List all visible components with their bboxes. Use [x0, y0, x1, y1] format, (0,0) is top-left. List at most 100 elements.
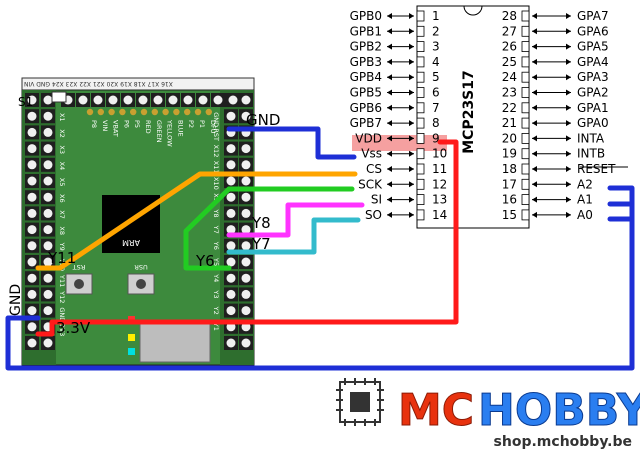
board-corner-switch — [51, 91, 67, 103]
chip-pin-name: GPB3 — [350, 55, 382, 69]
usr-button-knob — [136, 279, 146, 289]
right-inner-hole-pad — [241, 322, 251, 332]
chip-pin-name: VDD — [355, 131, 382, 145]
y8-label: Y8 — [251, 214, 271, 232]
chip-pin-number: 14 — [432, 208, 447, 222]
chip-pin-name: GPB0 — [350, 9, 382, 23]
si-wire — [226, 202, 365, 238]
chip-pin-box — [416, 117, 425, 129]
chip-pin-number: 20 — [502, 131, 517, 145]
chip-pin-name: SI — [371, 193, 382, 207]
y6-label: Y6 — [195, 252, 215, 270]
chip-pin-arrowhead-right — [409, 104, 414, 111]
right-inner-hole-pad — [241, 208, 251, 218]
chip-pin-number: 10 — [432, 147, 447, 161]
chip-pin-name: GPB7 — [350, 116, 382, 130]
chip-pin-arrowhead-right — [566, 150, 571, 157]
chip-pin-number: 7 — [432, 101, 440, 115]
board-left-pin-label: X2 — [58, 129, 66, 138]
chip-pin-arrowhead-left — [532, 13, 537, 19]
board-func-label: P6 — [122, 120, 130, 128]
left-inner-hole-pad — [43, 225, 53, 235]
board-func-label: DFU — [209, 120, 217, 134]
chip-notch — [463, 5, 483, 16]
chip-pin-box — [521, 41, 530, 52]
chip-body — [416, 5, 530, 229]
chip-pin-box — [521, 56, 530, 68]
right-outer-hole-pad — [226, 160, 236, 170]
top-hole-pad — [228, 95, 238, 105]
chip-pin-box — [521, 71, 530, 83]
cyan-led — [128, 348, 135, 355]
top-hole-pad — [108, 95, 118, 105]
board-right-pin-label: Y1 — [212, 322, 220, 331]
chip-pin-arrowhead-right — [566, 181, 571, 188]
chip-pin-arrowhead-left — [532, 196, 537, 203]
right-inner-hole-pad — [241, 273, 251, 283]
left-outer-hole-pad — [27, 160, 37, 170]
chip-pin-box — [416, 10, 425, 22]
right-outer-hole-pad — [226, 257, 236, 267]
chip-pin-number: 17 — [502, 177, 517, 191]
board-right-pin-label: Y6 — [212, 241, 220, 250]
v33-label: 3.3V — [56, 319, 91, 337]
chip-pin-name: SO — [365, 208, 382, 222]
board-left-pin-label: GND — [58, 307, 66, 322]
chip-pin-arrowhead-right — [409, 181, 414, 188]
left-outer-hole-pad — [27, 338, 37, 348]
board-right-pin-label: Y7 — [212, 225, 220, 234]
board-func-pad — [173, 108, 180, 116]
right-inner-hole-pad — [241, 144, 251, 154]
board-left-pin-label: X5 — [58, 178, 66, 187]
chip-pin-arrowhead-right — [409, 211, 414, 218]
chip-pin-arrowhead-right — [409, 13, 414, 19]
right-outer-hole-pad — [226, 225, 236, 235]
chip-pin-box — [416, 209, 425, 221]
left-outer-hole-pad — [27, 273, 37, 283]
board-left-pin-label: X6 — [58, 194, 66, 203]
chip-pin-box — [521, 194, 530, 206]
chip-pin-arrowhead-right — [409, 43, 414, 50]
right-inner-hole-pad — [241, 192, 251, 202]
chip-pin-arrowhead-left — [387, 166, 392, 172]
wires — [5, 126, 635, 371]
yellow-led — [128, 334, 135, 341]
chip-pin-box — [521, 87, 530, 98]
board-func-label: VBAT — [112, 120, 120, 137]
chip-pin-arrowhead-left — [532, 135, 537, 142]
chip-pin-number: 5 — [432, 70, 440, 84]
chip-pin-arrowhead-right — [409, 89, 414, 96]
top-hole-pad — [78, 95, 88, 105]
chip-pin-name: Vss — [361, 147, 382, 161]
chip-pin-number: 16 — [502, 193, 517, 207]
chip-pin-name: GPA7 — [577, 9, 609, 23]
chip-left-pin: 10 Vss — [361, 147, 447, 161]
chip-pin-arrowhead-left — [532, 28, 537, 35]
board-func-label: YELLOW — [166, 119, 174, 147]
board-func-pad — [86, 108, 94, 116]
left-outer-hole-pad — [27, 306, 37, 316]
chip-pin-number: 18 — [502, 162, 517, 176]
chip-pin-arrowhead-left — [387, 74, 392, 81]
gnd-wire-right — [226, 126, 357, 160]
board-right-pin-label: GND — [212, 112, 220, 127]
chip-logo-icon — [336, 378, 384, 426]
chip-pin-number: 1 — [432, 9, 440, 23]
chip-left-pin: 1 GPB0 — [350, 9, 440, 23]
chip-pin-arrowhead-right — [409, 58, 414, 65]
board-func-label: BLUE — [176, 120, 184, 137]
chip-pin-name: A0 — [577, 208, 593, 222]
chip-pin-number: 28 — [502, 9, 517, 23]
chip-pin-arrowhead-left — [387, 211, 392, 218]
left-outer-hole-pad — [27, 208, 37, 218]
board-left-pin-label: Y12 — [58, 290, 66, 303]
